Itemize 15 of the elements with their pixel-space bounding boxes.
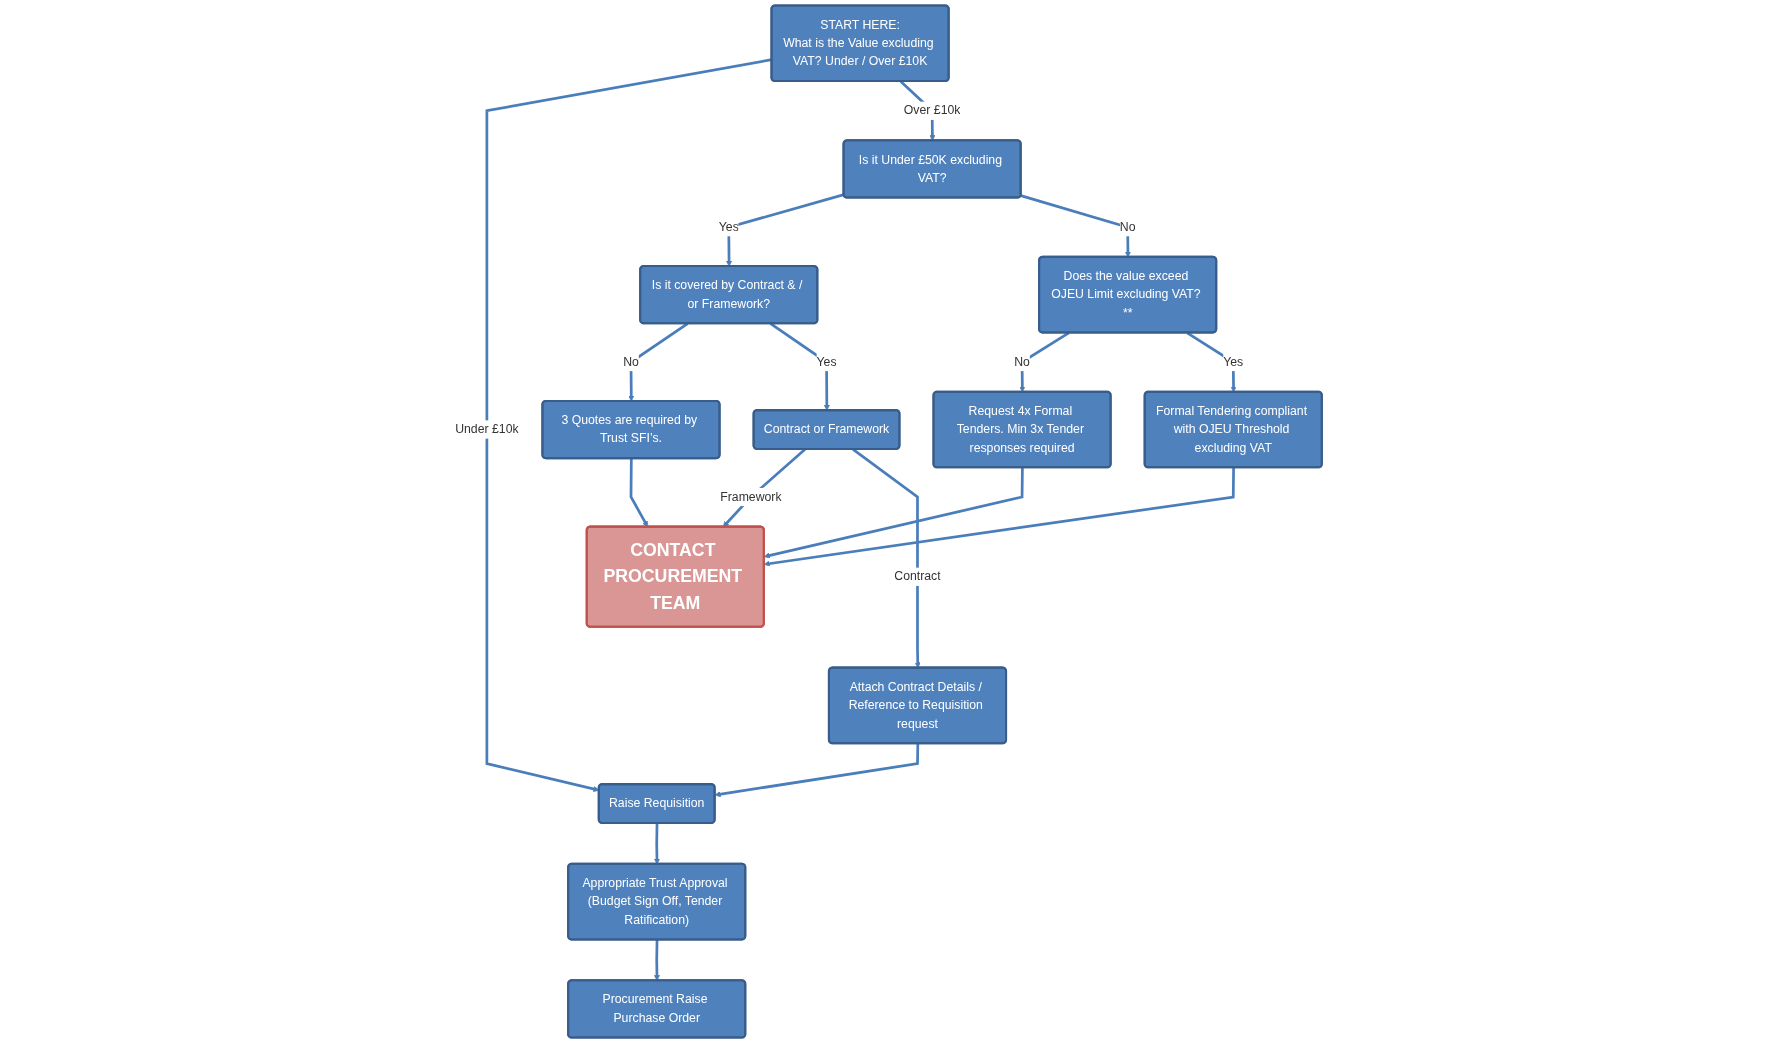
arrow [653, 939, 660, 981]
edge-label: Yes [1223, 354, 1244, 369]
edge-label: Contract [894, 569, 941, 584]
edge-label: Under £10k [455, 422, 519, 436]
edge-label: Over £10k [903, 103, 961, 118]
arrow [763, 467, 1235, 567]
edge-label: No [623, 354, 639, 369]
arrow [714, 743, 920, 798]
edge-label: No [1014, 354, 1030, 369]
edge-label: Framework [720, 489, 782, 504]
edge-label: Yes [816, 354, 837, 369]
arrow [763, 467, 1024, 559]
edge-label: Yes [718, 220, 739, 234]
arrow [726, 193, 845, 267]
edge-label: No [1119, 220, 1136, 234]
